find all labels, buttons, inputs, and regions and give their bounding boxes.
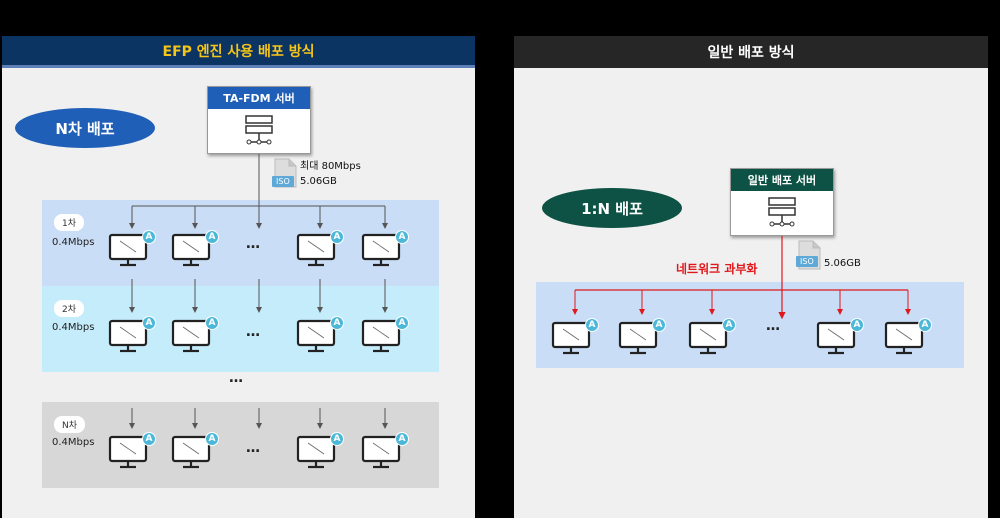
iso-tag: ISO (796, 256, 818, 267)
client-pc-tier1-1: A (108, 230, 156, 274)
client-pc-1: A (551, 318, 599, 362)
agent-badge: A (585, 318, 599, 332)
client-ellipsis: … (766, 318, 782, 334)
file-size-label: 5.06GB (300, 176, 337, 187)
client-pc-tier1-4: A (361, 230, 409, 274)
efp-panel: EFP 엔진 사용 배포 방식 N차 배포 TA-FDM 서버 ISO 최대 8… (2, 36, 475, 518)
network-overload-label: 네트워크 과부화 (676, 262, 758, 276)
client-pc-5: A (884, 318, 932, 362)
agent-badge: A (330, 230, 344, 244)
file-size-label: 5.06GB (824, 258, 861, 269)
agent-badge: A (330, 316, 344, 330)
tier-2-rate: 0.4Mbps (52, 322, 95, 333)
max-rate-label: 최대 80Mbps (300, 161, 361, 172)
agent-badge: A (142, 230, 156, 244)
client-pc-tier2-2: A (171, 316, 219, 360)
client-pc-tier3-3: A (296, 432, 344, 476)
client-pc-tier3-4: A (361, 432, 409, 476)
n-distribution-badge: N차 배포 (15, 108, 155, 148)
tier-1-rate: 0.4Mbps (52, 237, 95, 248)
client-pc-tier3-2: A (171, 432, 219, 476)
agent-badge: A (142, 432, 156, 446)
agent-badge: A (722, 318, 736, 332)
tier-between-ellipsis: … (229, 370, 245, 386)
agent-badge: A (330, 432, 344, 446)
general-server: 일반 배포 서버 (730, 168, 834, 236)
agent-badge: A (652, 318, 666, 332)
agent-badge: A (142, 316, 156, 330)
tier-1-tag: 1차 (54, 214, 85, 231)
ta-fdm-server-title: TA-FDM 서버 (208, 87, 310, 109)
client-pc-tier1-2: A (171, 230, 219, 274)
client-pc-tier2-1: A (108, 316, 156, 360)
agent-badge: A (205, 230, 219, 244)
ta-fdm-server: TA-FDM 서버 (207, 86, 311, 154)
general-panel-title: 일반 배포 방식 (514, 36, 988, 68)
tier-2-ellipsis: … (246, 324, 262, 340)
agent-badge: A (395, 432, 409, 446)
iso-tag: ISO (272, 176, 294, 187)
client-pc-tier3-1: A (108, 432, 156, 476)
tier-n-tag: N차 (54, 416, 86, 433)
agent-badge: A (205, 432, 219, 446)
client-pc-tier1-3: A (296, 230, 344, 274)
agent-badge: A (205, 316, 219, 330)
general-panel: 일반 배포 방식 1:N 배포 일반 배포 서버 ISO 5.06GB 네트워크… (514, 36, 988, 518)
client-pc-3: A (688, 318, 736, 362)
efp-panel-title: EFP 엔진 사용 배포 방식 (2, 36, 475, 68)
right-connector-lines (572, 236, 911, 320)
tier-2-tag: 2차 (54, 300, 85, 317)
tier-n-ellipsis: … (246, 440, 262, 456)
client-pc-4: A (816, 318, 864, 362)
general-server-title: 일반 배포 서버 (731, 169, 833, 191)
tier-1-ellipsis: … (246, 236, 262, 252)
agent-badge: A (918, 318, 932, 332)
client-pc-tier2-3: A (296, 316, 344, 360)
tier-n-rate: 0.4Mbps (52, 437, 95, 448)
server-icon (731, 191, 833, 230)
client-pc-tier2-4: A (361, 316, 409, 360)
agent-badge: A (395, 230, 409, 244)
server-icon (208, 109, 310, 148)
one-to-n-badge: 1:N 배포 (542, 188, 682, 228)
client-pc-2: A (618, 318, 666, 362)
agent-badge: A (850, 318, 864, 332)
agent-badge: A (395, 316, 409, 330)
